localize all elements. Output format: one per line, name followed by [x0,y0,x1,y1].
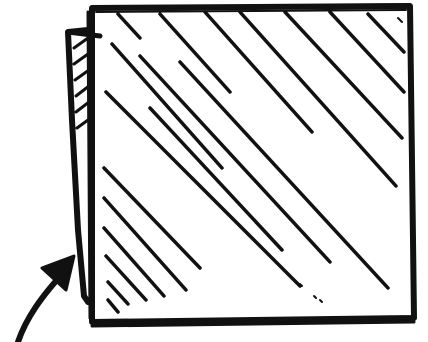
square-hatching [104,12,404,312]
back-flap-top [68,32,100,36]
main-square-outline [88,6,414,326]
speckles [300,18,402,302]
curved-arrow-icon [18,256,74,342]
flap-hatching [74,38,89,128]
